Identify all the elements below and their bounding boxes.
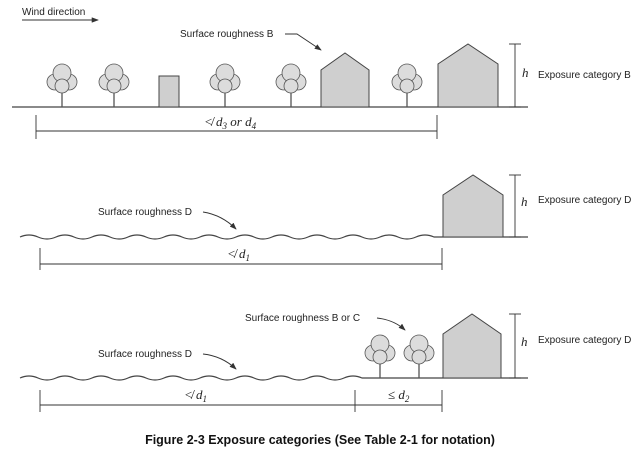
leader-arrow [285,33,322,51]
distance-label-d1: ≮ d1 [184,387,207,404]
tree [98,63,130,107]
distance-label-d1: ≮ d1 [227,246,250,263]
target-building [442,313,502,379]
tree [275,63,307,107]
surface-roughness-d-label: Surface roughness D [98,349,192,360]
distance-label-d2: ≤ d2 [388,387,410,404]
leader-arrow [376,317,406,331]
wind-direction: Wind direction [22,7,99,23]
target-building [442,174,504,238]
house-building [320,52,370,108]
panel-exposure-b: Surface roughness B h Exposure category … [12,29,631,139]
target-building [437,43,499,108]
exposure-category-b-label: Exposure category B [538,70,631,81]
panel-exposure-d-open: Surface roughness D h Exposure category … [19,174,631,270]
exposure-category-d-label: Exposure category D [538,335,631,346]
figure-caption: Figure 2-3 Exposure categories (See Tabl… [145,433,495,447]
small-building [158,75,180,108]
distance-label-d3-d4: ≮ d3 or d4 [204,114,257,131]
tree [403,334,435,378]
height-label: h [521,334,528,349]
tree [391,63,423,107]
ground-line [19,375,528,381]
height-label: h [521,194,528,209]
panel-exposure-d-transition: Surface roughness B or C Surface roughne… [19,313,631,412]
tree [46,63,78,107]
tree [209,63,241,107]
leader-arrow [202,211,237,230]
water-surface [19,234,528,240]
exposure-category-d-label: Exposure category D [538,195,631,206]
surface-roughness-d-label: Surface roughness D [98,207,192,218]
surface-roughness-b-or-c-label: Surface roughness B or C [245,313,360,324]
tree [364,334,396,378]
leader-arrow [202,353,237,370]
wind-direction-label: Wind direction [22,7,85,18]
height-label: h [522,65,529,80]
surface-roughness-b-label: Surface roughness B [180,29,274,40]
